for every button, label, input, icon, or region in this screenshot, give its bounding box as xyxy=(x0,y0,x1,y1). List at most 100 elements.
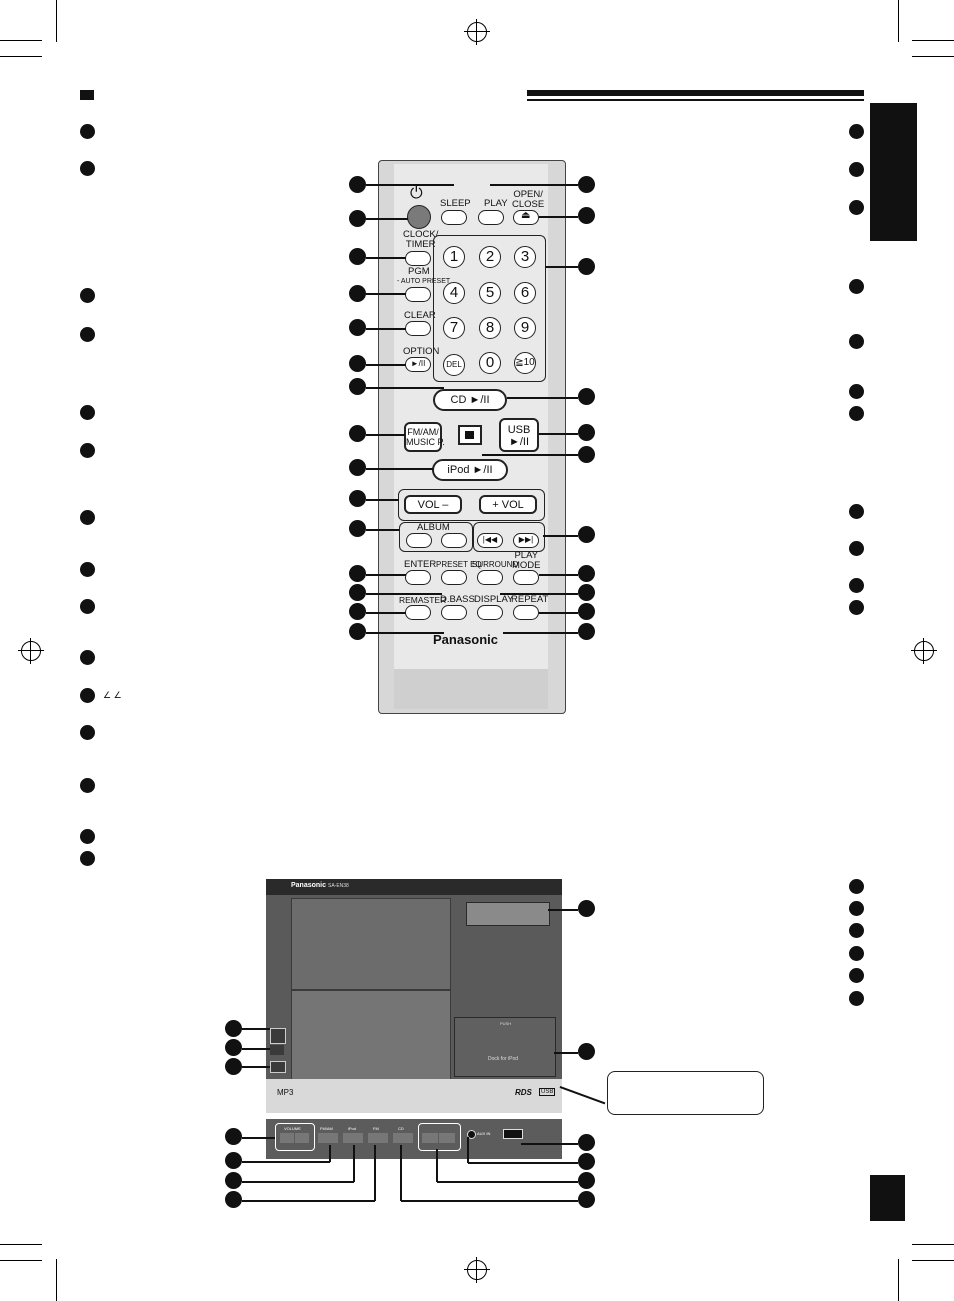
open-close-button[interactable] xyxy=(513,210,539,225)
callout-marker xyxy=(225,1039,242,1056)
callout-marker xyxy=(349,490,366,507)
ipod-dock[interactable] xyxy=(454,1017,556,1077)
leader-line xyxy=(366,328,406,330)
bullet xyxy=(80,688,95,703)
key-0[interactable]: 0 xyxy=(479,352,501,374)
callout-marker xyxy=(349,319,366,336)
bullet xyxy=(849,879,864,894)
side-button[interactable] xyxy=(270,1028,286,1044)
key-10-plus[interactable]: ≧10 xyxy=(514,352,536,374)
pgm-button[interactable] xyxy=(405,287,431,302)
key-4[interactable]: 4 xyxy=(443,282,465,304)
callout-marker xyxy=(578,446,595,463)
eject-icon: ⏏ xyxy=(521,210,531,221)
bullet xyxy=(849,334,864,349)
leader-line xyxy=(543,535,578,537)
aux-in-label: AUX IN xyxy=(477,1131,491,1136)
cd-play-pause-button[interactable]: CD ►/II xyxy=(433,389,507,411)
dock-label: Dock for iPod xyxy=(488,1056,519,1062)
skip-forward-button[interactable]: ▶▶| xyxy=(513,533,539,548)
usb-play-pause-button[interactable]: USB ►/II xyxy=(499,418,539,452)
volume-up-button[interactable]: + VOL xyxy=(479,495,537,514)
sleep-button[interactable] xyxy=(441,210,467,225)
callout-marker xyxy=(578,603,595,620)
clear-button[interactable] xyxy=(405,321,431,336)
option-button[interactable]: ►/II xyxy=(405,357,431,372)
repeat-button[interactable] xyxy=(513,605,539,620)
leader-line xyxy=(437,1181,578,1183)
key-9[interactable]: 9 xyxy=(514,317,536,339)
crop-mark xyxy=(56,0,57,42)
callout-marker xyxy=(349,623,366,640)
ipod-play-pause-button[interactable]: iPod ►/II xyxy=(432,459,508,481)
leader-line xyxy=(436,1149,438,1182)
usb-port[interactable] xyxy=(503,1129,523,1139)
unit-fm-am-button[interactable] xyxy=(318,1133,338,1143)
fm-am-music-button[interactable]: FM/AM/ MUSIC P. xyxy=(404,422,445,452)
leader-line xyxy=(468,1162,578,1164)
header-rule xyxy=(527,90,864,96)
clock-timer-button[interactable] xyxy=(405,251,431,266)
skip-group xyxy=(473,522,545,552)
key-7[interactable]: 7 xyxy=(443,317,465,339)
side-button[interactable] xyxy=(270,1061,286,1073)
preset-eq-button[interactable] xyxy=(441,570,467,585)
callout-marker xyxy=(578,623,595,640)
surround-button[interactable] xyxy=(477,570,503,585)
play-mode-button[interactable] xyxy=(513,570,539,585)
callout-marker xyxy=(578,1153,595,1170)
registration-mark-icon xyxy=(18,638,44,664)
key-6[interactable]: 6 xyxy=(514,282,536,304)
play-timer-button[interactable] xyxy=(478,210,504,225)
unit-volume-up-button[interactable] xyxy=(295,1133,309,1143)
enter-button[interactable] xyxy=(405,570,431,585)
unit-volume-label: VOLUME xyxy=(284,1126,301,1131)
enter-label: ENTER xyxy=(404,559,437,570)
remote-brand-logo: Panasonic xyxy=(433,632,499,647)
album-up-button[interactable] xyxy=(441,533,467,548)
key-8[interactable]: 8 xyxy=(479,317,501,339)
callout-marker xyxy=(349,425,366,442)
album-arrow-note: ∠ ∠ xyxy=(103,690,122,700)
bullet xyxy=(80,778,95,793)
note-box xyxy=(607,1071,764,1115)
skip-back-button[interactable]: |◀◀ xyxy=(477,533,503,548)
key-3[interactable]: 3 xyxy=(514,246,536,268)
registration-mark-icon xyxy=(464,1257,490,1283)
callout-marker xyxy=(349,210,366,227)
unit-fm-button[interactable] xyxy=(368,1133,388,1143)
display-button[interactable] xyxy=(477,605,503,620)
d-bass-button[interactable] xyxy=(441,605,467,620)
aux-in-jack[interactable] xyxy=(467,1130,476,1139)
del-button[interactable]: DEL xyxy=(443,354,465,376)
leader-line xyxy=(503,632,578,634)
unit-volume-down-button[interactable] xyxy=(280,1133,294,1143)
open-close-label: OPEN/ CLOSE xyxy=(512,189,545,210)
surround-label: SURROUND xyxy=(472,560,519,569)
key-5[interactable]: 5 xyxy=(479,282,501,304)
unit-cd-button[interactable] xyxy=(393,1133,413,1143)
album-down-button[interactable] xyxy=(406,533,432,548)
header-rule-thin xyxy=(527,99,864,101)
unit-skip-forward-button[interactable] xyxy=(439,1133,455,1143)
remaster-button[interactable] xyxy=(405,605,431,620)
side-button[interactable] xyxy=(270,1045,284,1055)
callout-marker xyxy=(225,1152,242,1169)
unit-skip-back-button[interactable] xyxy=(422,1133,438,1143)
leader-line xyxy=(366,293,406,295)
main-unit-top-strip xyxy=(266,879,562,895)
volume-down-button[interactable]: VOL – xyxy=(404,495,462,514)
usb-logo: USB xyxy=(539,1088,556,1096)
unit-ipod-button[interactable] xyxy=(343,1133,363,1143)
bullet xyxy=(80,650,95,665)
leader-line xyxy=(366,218,408,220)
crop-mark xyxy=(898,0,899,42)
key-2[interactable]: 2 xyxy=(479,246,501,268)
callout-marker xyxy=(578,565,595,582)
section-marker xyxy=(80,90,94,100)
callout-marker xyxy=(225,1020,242,1037)
key-1[interactable]: 1 xyxy=(443,246,465,268)
power-button[interactable] xyxy=(407,205,431,229)
callout-marker xyxy=(578,584,595,601)
callout-marker xyxy=(578,388,595,405)
